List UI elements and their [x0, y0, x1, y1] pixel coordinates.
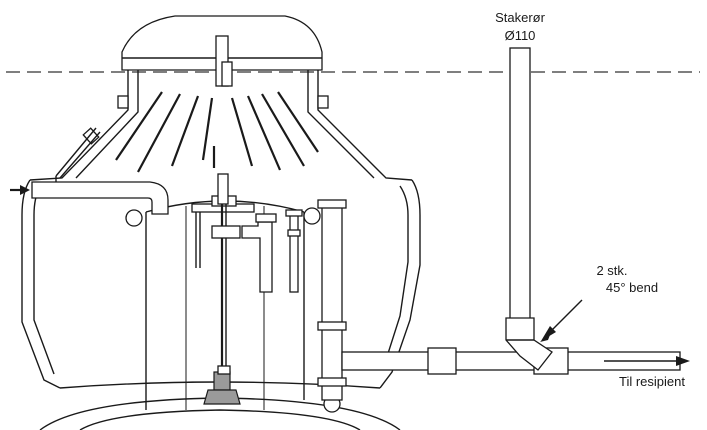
bend-count-label: 2 stk. — [596, 263, 627, 278]
float-ball-left — [125, 209, 143, 227]
tank-lid — [121, 15, 323, 87]
cleanout-pipe-label: Stakerør — [495, 10, 546, 25]
outlet-label: Til resipient — [619, 374, 685, 389]
outlet-riser — [317, 199, 347, 401]
cone-ribs — [115, 91, 319, 173]
cleanout-pipe — [505, 47, 553, 371]
bend-type-label: 45° bend — [606, 280, 658, 295]
cleanout-pipe-size-label: Ø110 — [505, 28, 536, 43]
pump-assembly — [203, 173, 241, 405]
inlet-arrow-icon — [10, 185, 30, 195]
outlet-pipe — [341, 347, 681, 375]
baffle-pipes — [241, 209, 303, 293]
float-ball-right — [303, 207, 321, 225]
inlet-pipe — [31, 127, 169, 215]
flow-arrow-icon — [604, 356, 690, 366]
bend-pointer-arrow-icon — [540, 299, 583, 342]
